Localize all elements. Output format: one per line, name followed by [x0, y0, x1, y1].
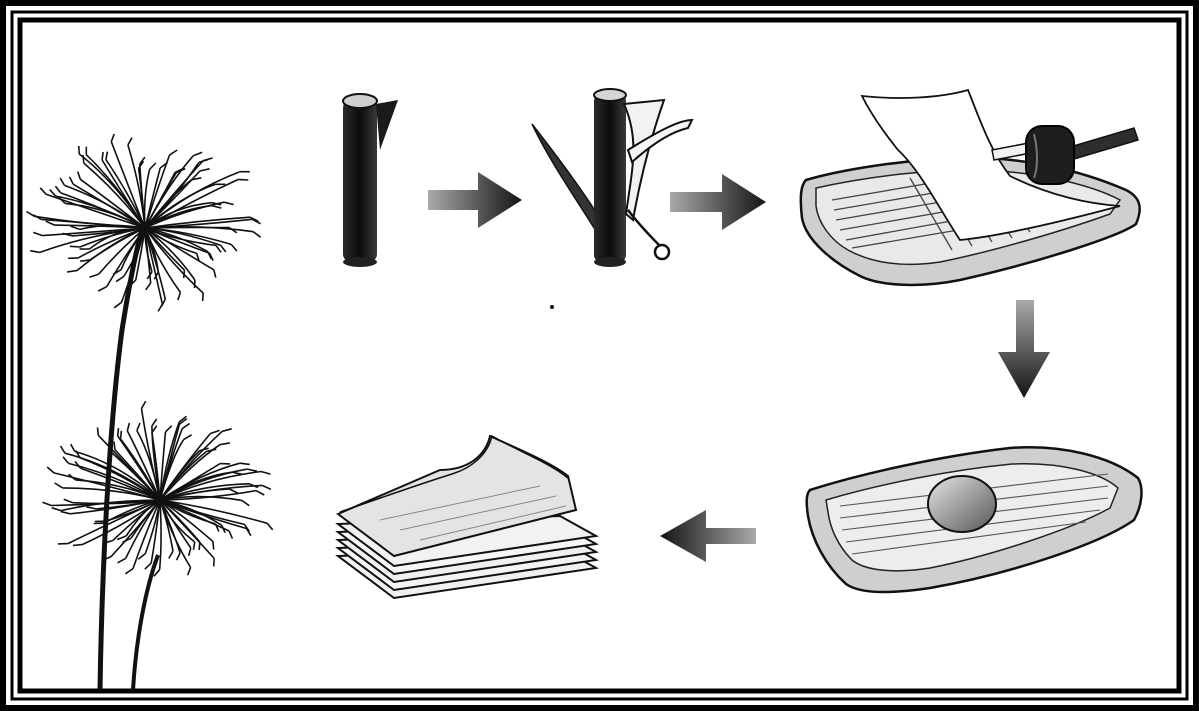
arrow-down — [998, 300, 1050, 398]
frond-tip — [152, 419, 157, 426]
frond-tip — [128, 138, 132, 145]
frond-tip — [216, 245, 221, 252]
frond-tip — [52, 508, 61, 511]
frond-tip — [125, 569, 133, 574]
frond-tip — [71, 226, 80, 229]
arrow-right-1 — [428, 172, 522, 228]
frond-tip — [207, 449, 217, 451]
frond-tip — [42, 502, 51, 505]
frond-tip — [178, 292, 181, 300]
frond-tip — [200, 169, 210, 171]
frond-tip — [232, 472, 242, 474]
frond-tip — [137, 423, 140, 431]
frond-tip — [114, 302, 121, 308]
frond-tip — [63, 457, 69, 464]
frond-tip — [60, 178, 64, 185]
frond-tip — [203, 293, 204, 301]
frond-tip — [212, 206, 222, 209]
frond-tip — [61, 512, 71, 514]
frond-tip — [214, 270, 216, 278]
frond-tip — [98, 427, 99, 435]
frond-tip — [222, 429, 232, 432]
frond-tip — [118, 558, 126, 563]
arrow-right-2 — [670, 174, 766, 230]
frond-tip — [210, 430, 219, 433]
sheet-stack-illustration — [338, 436, 596, 598]
frond-tip — [70, 246, 80, 247]
frond-tip — [142, 401, 146, 408]
frond-tip — [214, 558, 215, 566]
frond-tip — [240, 463, 250, 464]
frond-tip — [247, 469, 257, 471]
frond-tip — [177, 553, 181, 561]
frond-tip — [261, 472, 270, 475]
frond-tip — [106, 152, 108, 160]
frond-tip — [46, 221, 55, 225]
frond-tip — [61, 446, 66, 453]
peeled-stalk-illustration — [532, 89, 692, 267]
frond-tip — [229, 489, 238, 493]
frond-tip — [193, 152, 202, 156]
frond-tip — [121, 431, 122, 439]
frond-tip — [184, 435, 192, 440]
frond-tip — [78, 172, 81, 180]
frond-tip — [242, 500, 249, 505]
frond-tip — [182, 424, 190, 429]
papyrus-plant-illustration — [26, 134, 272, 690]
papyrus-umbel-lower — [42, 401, 272, 576]
frond-tip — [102, 152, 103, 160]
frond-tip — [220, 443, 230, 445]
frond-tip — [262, 485, 271, 489]
frond-tip — [67, 271, 77, 272]
frond-tip — [194, 542, 195, 550]
frond-tip — [189, 548, 191, 556]
frond-tip — [127, 423, 129, 431]
frond-tip — [166, 426, 172, 432]
frond-tip — [213, 542, 214, 550]
frond-tip — [70, 177, 74, 184]
frond-tip — [188, 568, 191, 576]
ink-speck — [550, 305, 554, 309]
frond-tip — [221, 245, 226, 252]
frond-tip — [117, 536, 126, 540]
frond-tip — [86, 507, 96, 509]
papyrus-umbel-upper — [26, 134, 260, 311]
frond-tip — [267, 523, 273, 530]
hammering-board-illustration — [801, 90, 1140, 285]
frond-tip — [238, 179, 248, 180]
frond-tip — [90, 274, 99, 277]
frond-tip — [98, 287, 107, 291]
frond-line — [160, 500, 161, 570]
frond-tip — [116, 277, 124, 282]
frond-tip — [145, 563, 151, 569]
arrow-left — [660, 510, 756, 562]
frond-tip — [199, 542, 200, 550]
frond-tip — [55, 186, 60, 193]
frond-tip — [256, 491, 264, 495]
frond-tip — [170, 150, 178, 155]
frond-tip — [71, 444, 75, 451]
frond-tip — [47, 467, 54, 473]
frond-tip — [64, 499, 73, 502]
frond-tip — [111, 134, 114, 142]
pressing-board-illustration — [807, 447, 1142, 592]
frond-tip — [158, 304, 162, 311]
frond-tip — [253, 232, 260, 238]
frond-tip — [150, 163, 156, 169]
frond-tip — [224, 202, 234, 204]
frond-tip — [138, 554, 145, 560]
frond-tip — [73, 544, 83, 545]
frond-tip — [229, 531, 232, 539]
frond-tip — [114, 442, 115, 450]
frond-tip — [231, 244, 237, 251]
frond-tip — [40, 188, 46, 195]
frond-tip — [55, 483, 63, 488]
frond-tip — [169, 551, 173, 558]
frond-tip — [30, 251, 40, 253]
frond-tip — [118, 428, 119, 436]
cut-stalk-illustration — [343, 94, 398, 267]
frond-tip — [33, 232, 42, 235]
frond-tip — [146, 283, 151, 290]
